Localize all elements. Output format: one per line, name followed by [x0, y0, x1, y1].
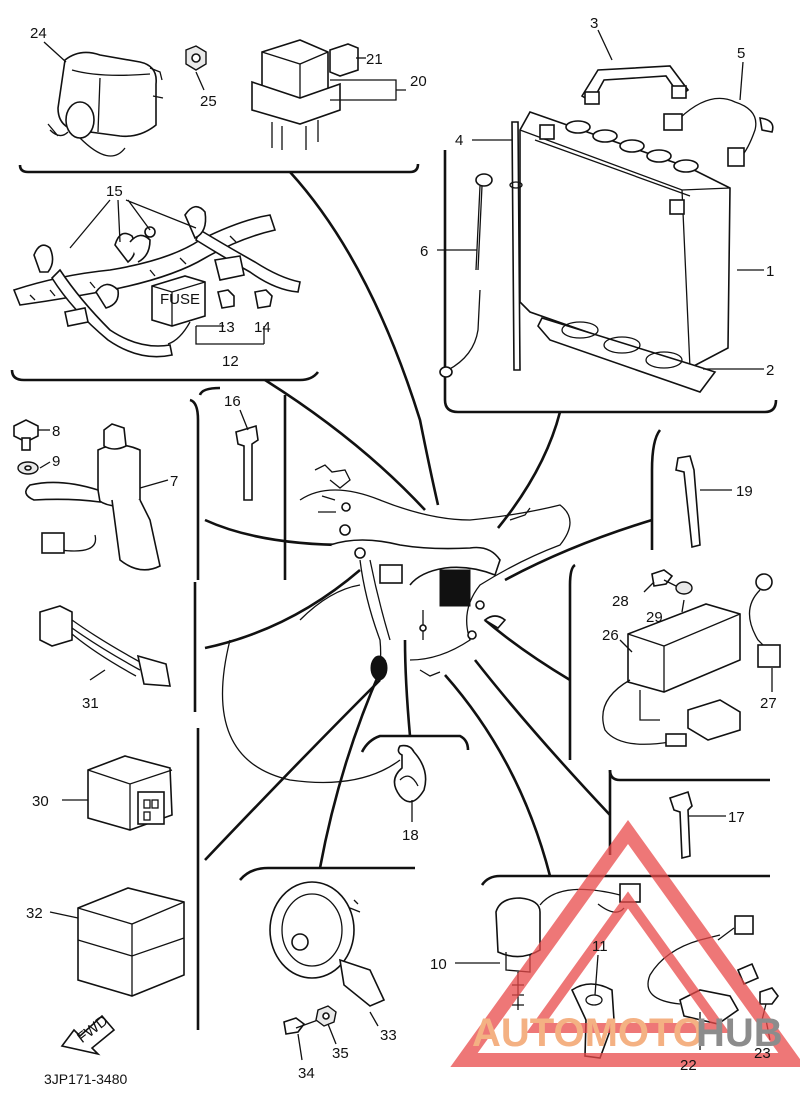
part-32-unit: [77, 887, 185, 997]
callout-leaders: [38, 29, 773, 1061]
callout-34: 34: [298, 1065, 315, 1082]
callout-21: 21: [366, 51, 383, 68]
part-21-fuse: [329, 43, 359, 77]
part-25-nut: [185, 45, 207, 71]
callout-2: 2: [766, 362, 774, 379]
part-20-relay: [251, 39, 341, 150]
diagram-code: 3JP171-3480: [44, 1071, 128, 1087]
part-6-negative-lead: [439, 173, 493, 378]
callout-28: 28: [612, 593, 629, 610]
part-5-battery-lead: [663, 97, 774, 167]
part-4-breather-pipe: [509, 121, 523, 371]
fuse-label: FUSE: [160, 291, 200, 308]
callout-16: 16: [224, 393, 241, 410]
callout-11: 11: [592, 938, 608, 955]
callout-7: 7: [170, 473, 178, 490]
group-dividers: [10, 150, 778, 1030]
callout-3: 3: [590, 15, 598, 32]
callout-23: 23: [754, 1045, 771, 1062]
part-17-cable-tie: [668, 790, 693, 860]
part-1-battery: [519, 111, 731, 369]
part-2-battery-tray: [537, 317, 717, 393]
callout-24: 24: [30, 25, 47, 42]
leader-lines: [204, 171, 653, 877]
part-8-bolt: [13, 419, 39, 451]
watermark-text-hub: HUB: [696, 1011, 783, 1055]
watermark-triangle-inner: [526, 891, 730, 1033]
part-15-harness-clamps: [12, 205, 301, 358]
callout-8: 8: [52, 423, 60, 440]
callout-5: 5: [737, 45, 745, 62]
callout-29: 29: [646, 609, 663, 626]
part-7-main-switch: [25, 423, 161, 571]
callout-31: 31: [82, 695, 99, 712]
part-31-sub-lead: [39, 605, 171, 687]
callout-18: 18: [402, 827, 419, 844]
part-14-fuse: [254, 289, 273, 309]
part-30-relay: [87, 755, 173, 831]
part-13-fuse: [217, 289, 235, 309]
callout-13: 13: [218, 319, 235, 336]
callout-25: 25: [200, 93, 217, 110]
part-19-cable-tie: [675, 455, 701, 548]
callout-numbers: 1 2 3 4 5 6 7 8 9 10 11 12 13 14 15 16 1…: [26, 15, 777, 1082]
automotohub-watermark: AUTOMOTO HUB: [450, 820, 800, 1067]
part-35-nut: [315, 1005, 337, 1027]
callout-26: 26: [602, 627, 619, 644]
callout-19: 19: [736, 483, 753, 500]
callout-9: 9: [52, 453, 60, 470]
callout-27: 27: [760, 695, 777, 712]
callout-10: 10: [430, 956, 447, 973]
part-18-clamp: [393, 744, 427, 803]
callout-12: 12: [222, 353, 239, 370]
callout-6: 6: [420, 243, 428, 260]
part-9-washer: [17, 461, 39, 475]
part-16-cable-tie: [235, 424, 259, 501]
part-3-battery-band: [580, 65, 690, 105]
watermark-triangle-outer: [450, 820, 800, 1067]
callout-4: 4: [455, 132, 463, 149]
center-harness: [299, 464, 571, 681]
watermark-text-automoto: AUTOMOTO: [472, 1011, 704, 1055]
callout-22: 22: [680, 1057, 697, 1074]
part-27-lead: [748, 573, 781, 668]
part-24-ignition-coil: [47, 51, 164, 157]
callout-15: 15: [106, 183, 123, 200]
callout-14: 14: [254, 319, 271, 336]
part-29-washer: [675, 581, 693, 595]
fwd-arrow: FWD: [60, 1012, 116, 1056]
callout-17: 17: [728, 809, 745, 826]
part-26-cdi-unit: [602, 603, 741, 747]
part-12-fuse-box: FUSE: [151, 275, 206, 345]
part-34-bolt: [283, 1017, 319, 1035]
part-33-horn: [269, 881, 386, 1007]
callout-20: 20: [410, 73, 427, 90]
callout-30: 30: [32, 793, 49, 810]
part-28-bolt: [651, 569, 681, 589]
callout-33: 33: [380, 1027, 397, 1044]
callout-35: 35: [332, 1045, 349, 1062]
callout-1: 1: [766, 263, 774, 280]
callout-32: 32: [26, 905, 43, 922]
